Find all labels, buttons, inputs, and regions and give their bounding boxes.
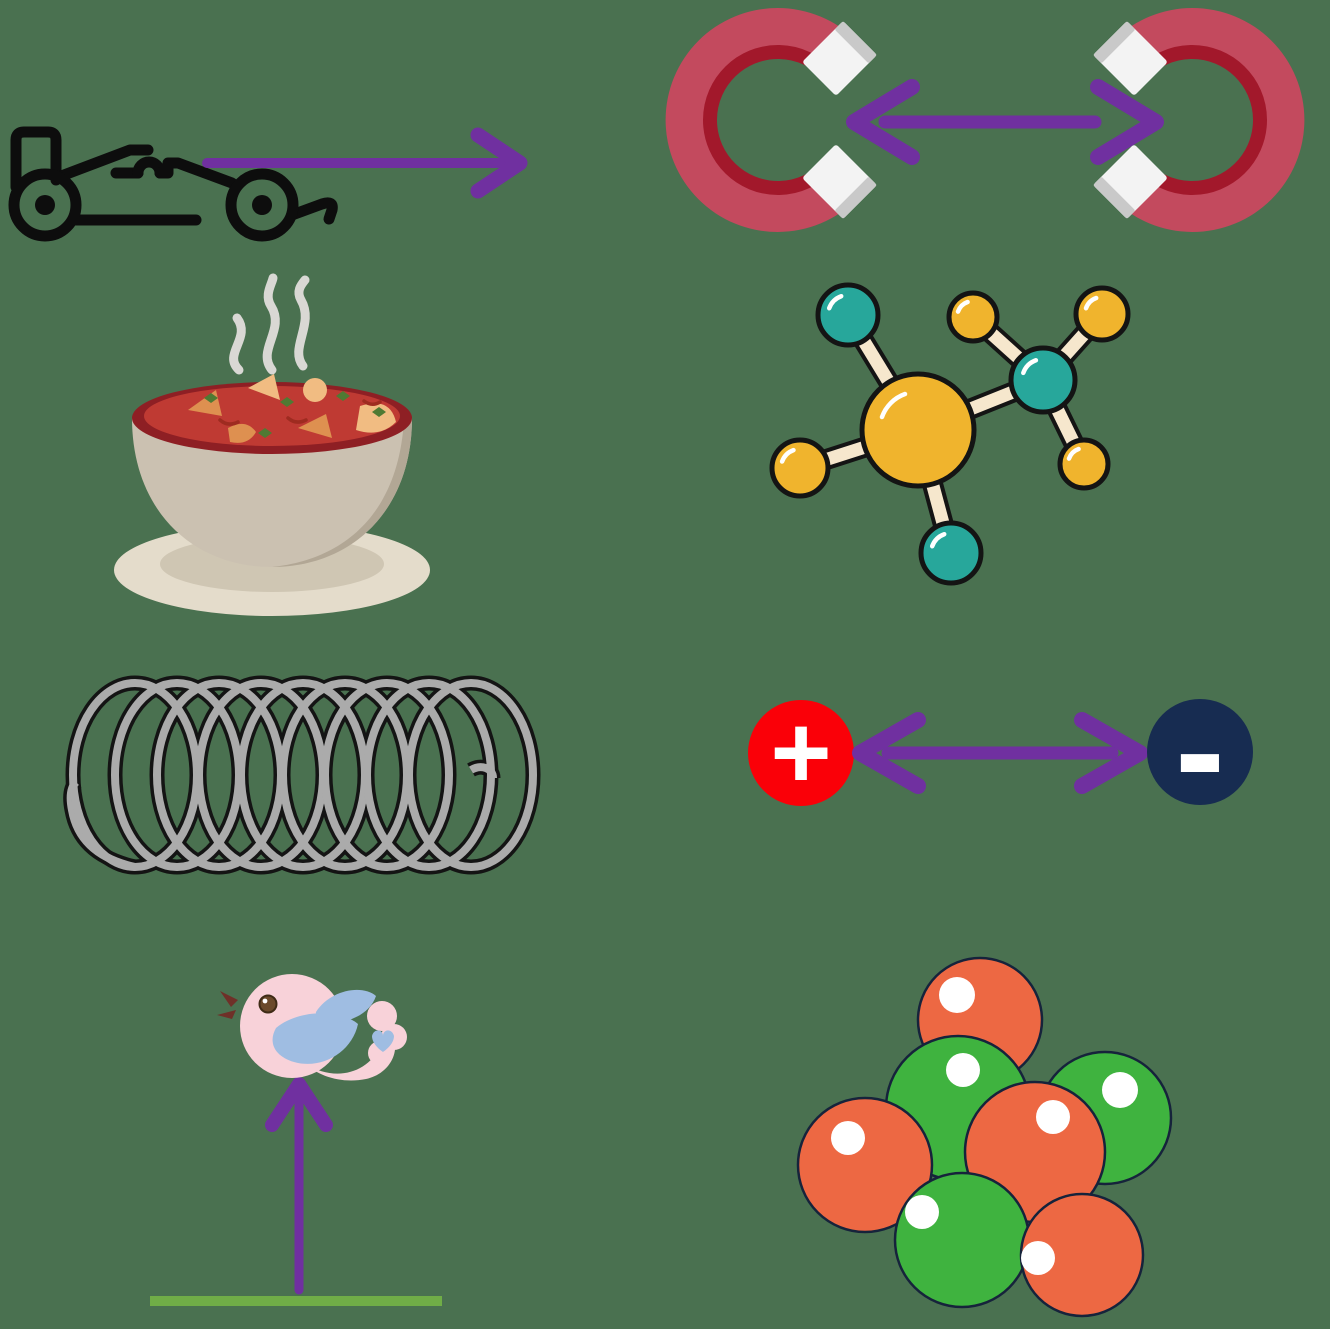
- molecule-figure: [769, 282, 1131, 586]
- bird-height-figure: [150, 974, 442, 1306]
- ground-line: [150, 1296, 442, 1306]
- hot-soup-figure: [114, 273, 430, 616]
- negative-charge-label: -: [1175, 666, 1225, 834]
- charge-attraction-figure: + -: [748, 666, 1253, 834]
- race-car-icon: [8, 126, 338, 242]
- double-headed-arrow-icon: [852, 712, 1148, 794]
- minus-charge-icon: -: [1147, 666, 1253, 834]
- bird-icon: [217, 974, 407, 1081]
- right-arrow-icon: [202, 127, 528, 199]
- race-car-motion-figure: [8, 126, 528, 242]
- double-headed-arrow-icon: [846, 79, 1164, 165]
- steam-icon: [229, 273, 310, 375]
- plus-charge-icon: +: [748, 695, 854, 812]
- positive-charge-label: +: [770, 695, 831, 812]
- coil-spring-icon: [63, 675, 541, 875]
- spring-figure: [63, 675, 541, 875]
- horseshoe-magnets-icon: [665, 8, 877, 233]
- ball-and-stick-molecule-icon: [769, 282, 1131, 586]
- magnet-repulsion-figure: [665, 0, 1330, 245]
- steaming-soup-bowl-icon: [114, 374, 430, 616]
- atomic-nucleus-icon: [796, 956, 1173, 1318]
- up-arrow-icon: [265, 1077, 333, 1295]
- nucleus-figure: [796, 956, 1173, 1318]
